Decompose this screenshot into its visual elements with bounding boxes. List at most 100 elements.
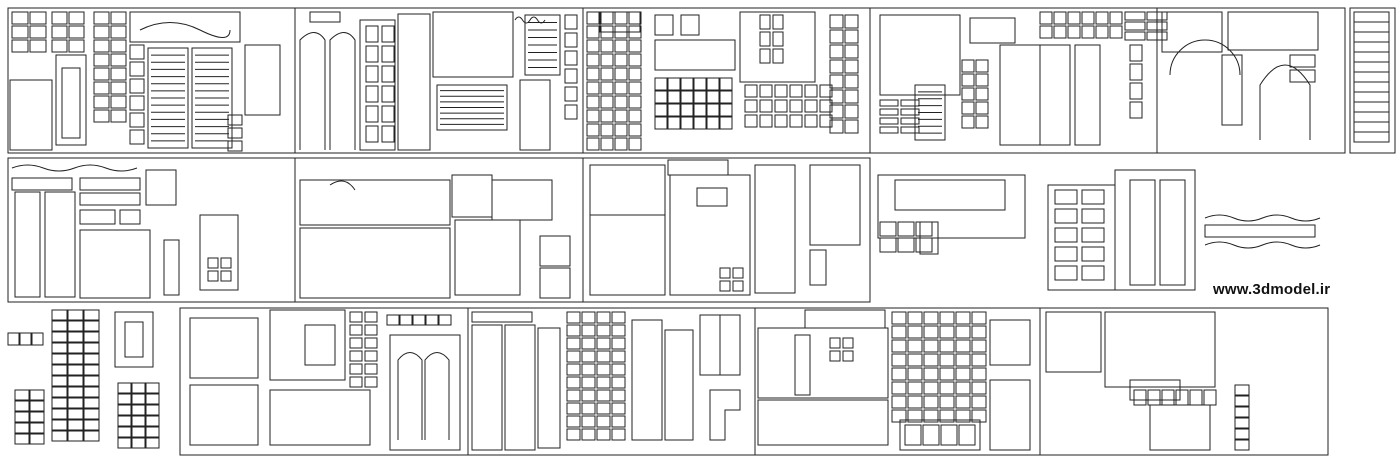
grid-cell xyxy=(1054,265,1078,281)
grid-cell xyxy=(425,314,439,326)
grid-cell xyxy=(581,415,596,428)
grid-cell xyxy=(381,105,395,123)
grid-cell xyxy=(227,114,243,126)
grid-cell xyxy=(581,311,596,324)
grid-cell xyxy=(51,375,68,387)
grid-cell xyxy=(1109,25,1123,39)
grid-cell xyxy=(819,114,833,128)
panel-part xyxy=(199,214,239,291)
grid-cell xyxy=(1289,54,1316,68)
panel-part xyxy=(989,379,1031,451)
panel-part xyxy=(919,221,939,255)
panel-part xyxy=(1104,311,1216,388)
grid-cell xyxy=(1234,384,1250,396)
wave-edge xyxy=(1204,241,1321,249)
grid-cell xyxy=(564,50,578,66)
door-arch xyxy=(299,32,326,150)
grid-cell xyxy=(110,109,127,123)
grid-cell xyxy=(1353,51,1390,63)
panel-part xyxy=(189,317,259,379)
grid-cell xyxy=(614,123,628,137)
grid-cell xyxy=(774,99,788,113)
grid-cell xyxy=(844,119,859,134)
grid-cell xyxy=(667,90,681,104)
grid-cell xyxy=(566,324,581,337)
grid-cell xyxy=(596,376,611,389)
panel-part xyxy=(757,399,889,446)
panel-part xyxy=(999,44,1041,146)
grid-cell xyxy=(93,67,110,81)
grid-cell xyxy=(207,257,219,269)
grid-cell xyxy=(667,77,681,91)
grid-cell xyxy=(93,81,110,95)
panel-part xyxy=(14,191,41,298)
grid-cell xyxy=(581,350,596,363)
grid-cell xyxy=(628,123,642,137)
grid-cell xyxy=(1146,11,1168,21)
grid-cell xyxy=(67,408,84,420)
grid-cell xyxy=(680,116,694,130)
grid-cell xyxy=(364,324,378,336)
grid-cell xyxy=(628,109,642,123)
wheel-arc xyxy=(1169,39,1241,76)
grid-cell xyxy=(897,237,915,253)
grid-cell xyxy=(93,95,110,109)
grid-cell xyxy=(117,382,132,394)
grid-cell xyxy=(83,375,100,387)
grid-cell xyxy=(844,104,859,119)
grid-cell xyxy=(129,112,145,128)
grid-cell xyxy=(412,314,426,326)
panel-part xyxy=(589,164,666,216)
grid-cell xyxy=(693,77,707,91)
panel-part xyxy=(189,384,259,446)
grid-cell xyxy=(51,364,68,376)
panel-part xyxy=(879,14,961,96)
grid-cell xyxy=(586,109,600,123)
grid-cell xyxy=(364,363,378,375)
panel-part xyxy=(163,239,180,296)
grid-cell xyxy=(958,424,976,446)
grid-cell xyxy=(600,123,614,137)
grid-cell xyxy=(829,89,844,104)
grid-cell xyxy=(67,320,84,332)
grid-cell xyxy=(1053,25,1067,39)
grid-cell xyxy=(566,389,581,402)
panel-part xyxy=(471,311,533,323)
grid-cell xyxy=(11,177,73,191)
grid-cell xyxy=(1147,389,1161,406)
panel-part xyxy=(114,311,154,368)
grid-cell xyxy=(93,25,110,39)
grid-cell xyxy=(1039,25,1053,39)
grid-cell xyxy=(51,430,68,442)
grid-cell xyxy=(693,90,707,104)
grid-cell xyxy=(891,367,907,381)
panel-part xyxy=(1221,54,1243,126)
grid-cell xyxy=(399,314,413,326)
panel-part xyxy=(119,209,141,225)
grid-cell xyxy=(600,11,614,25)
grid-cell xyxy=(611,415,626,428)
panel-part xyxy=(739,11,816,83)
panel-part xyxy=(664,329,694,441)
grid-cell xyxy=(83,397,100,409)
grid-cell xyxy=(1054,246,1078,262)
website-watermark: www.3dmodel.ir xyxy=(1213,281,1331,298)
grid-cell xyxy=(759,114,773,128)
grid-cell xyxy=(879,126,899,134)
grid-cell xyxy=(1353,11,1390,23)
grid-cell xyxy=(7,332,20,346)
grid-cell xyxy=(614,11,628,25)
panel-part xyxy=(899,419,981,451)
door-arch xyxy=(424,352,450,440)
grid-cell xyxy=(732,280,744,292)
grid-cell xyxy=(611,350,626,363)
grid-cell xyxy=(566,376,581,389)
grid-cell xyxy=(11,25,29,39)
grid-cell xyxy=(566,415,581,428)
grid-cell xyxy=(51,320,68,332)
grid-cell xyxy=(907,381,923,395)
panel-part xyxy=(1227,11,1319,51)
grid-cell xyxy=(611,311,626,324)
grid-cell xyxy=(67,375,84,387)
grid-cell xyxy=(732,267,744,279)
